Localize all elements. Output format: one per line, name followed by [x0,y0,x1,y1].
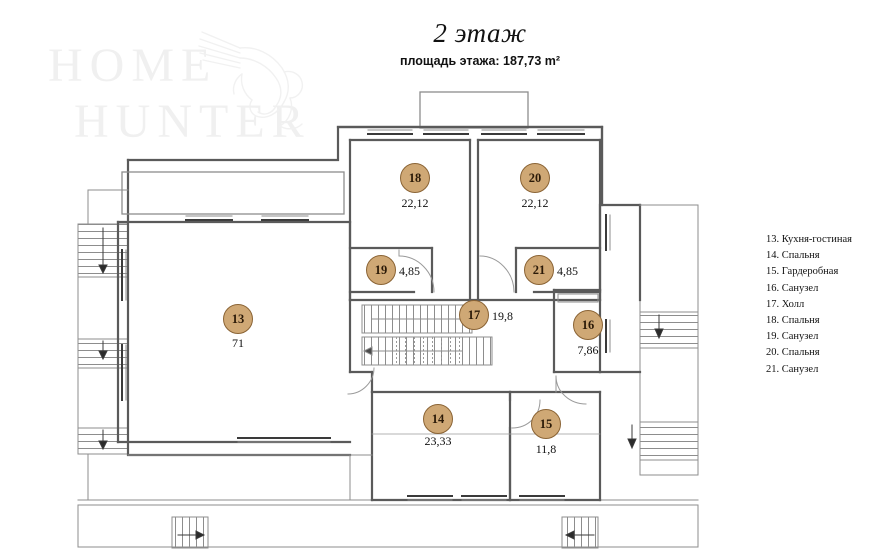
legend-item-20: 20. Спальня [766,347,820,359]
legend-item-15: 15. Гардеробная [766,266,839,278]
legend-item-21: 21. Санузел [766,363,819,375]
room-area-15: 11,8 [535,442,557,456]
room-area-17: 19,8 [492,309,513,323]
room-number-17: 17 [459,300,489,330]
legend-item-19: 19. Санузел [766,331,819,343]
room-area-21: 4,85 [557,264,578,278]
room-area-18: 22,12 [401,196,429,210]
room-number-18: 18 [400,163,430,193]
legend-item-14: 14. Спальня [766,250,820,262]
room-number-15: 15 [531,409,561,439]
room-number-21: 21 [524,255,554,285]
room-legend: 13. Кухня-гостиная 14. Спальня 15. Гарде… [766,232,881,378]
room-number-14: 14 [423,404,453,434]
legend-item-16: 16. Санузел [766,282,819,294]
room-area-20: 22,12 [521,196,549,210]
room-area-13: 71 [232,336,244,350]
room-number-19: 19 [366,255,396,285]
room-area-19: 4,85 [399,264,420,278]
room-area-16: 7,86 [577,343,599,357]
room-area-14: 23,33 [424,434,452,448]
room-number-16: 16 [573,310,603,340]
room-number-13: 13 [223,304,253,334]
legend-item-17: 17. Холл [766,298,805,310]
legend-item-18: 18. Спальня [766,315,820,327]
page-title: 2 этаж [433,18,527,48]
floor-area-subtitle: площадь этажа: 187,73 m² [399,54,561,68]
room-number-20: 20 [520,163,550,193]
legend-item-13: 13. Кухня-гостиная [766,234,852,245]
